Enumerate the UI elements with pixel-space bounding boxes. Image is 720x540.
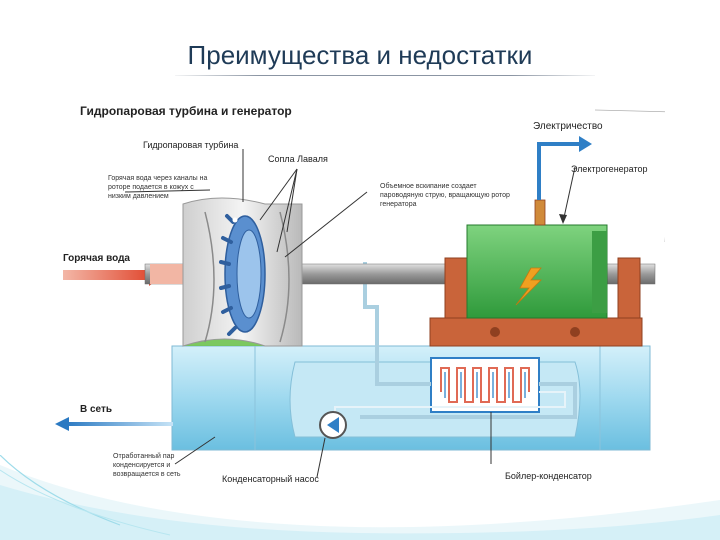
pointer-line [284, 191, 368, 258]
hot-water-note: Горячая вода через каналы на роторе пода… [108, 175, 208, 200]
pointer-line [124, 189, 211, 193]
decorative-wave [0, 455, 720, 540]
generator-bearing-left [444, 257, 468, 319]
slide-title: Преимущества и недостатки [187, 40, 533, 70]
condensate-pipe [360, 382, 577, 419]
pointer-line [562, 166, 576, 223]
hot-water-arrow-shaft [63, 270, 153, 280]
frame-line [594, 109, 665, 242]
steam-pipe [363, 262, 431, 386]
title-divider [175, 75, 595, 76]
lightning-icon [515, 267, 542, 306]
pump-icon [327, 417, 339, 433]
to-grid-label: В сеть [80, 404, 113, 415]
turbine-diagram [55, 109, 665, 478]
generator-bearing-right [617, 257, 641, 319]
to-grid-arrow-shaft [65, 422, 173, 426]
laval-nozzle-label: Сопла Лаваля [268, 154, 328, 164]
exhaust-note: Отработанный пар конденсируется и возвра… [113, 453, 181, 478]
turbine-rotor-face [236, 229, 262, 319]
pointer-line [276, 168, 298, 253]
base-bolt [490, 327, 500, 337]
casing-edge [204, 211, 215, 343]
boiler-coil-cold [444, 372, 526, 398]
turbine-label: Гидропаровая турбина [143, 140, 239, 150]
pointer-head [559, 214, 567, 224]
electricity-label: Электричество [533, 121, 603, 132]
pump-label: Конденсаторный насос [222, 474, 319, 484]
steam-note: Объемное вскипание создает пароводяную с… [380, 183, 510, 208]
generator-label: Электрогенератор [571, 164, 648, 174]
diagram-heading: Гидропаровая турбина и генератор [80, 104, 292, 118]
pointer-line [316, 437, 326, 478]
to-grid-arrowhead [55, 417, 69, 431]
generator-cap [592, 231, 607, 313]
generator-terminal [534, 199, 546, 226]
electricity-line [537, 142, 580, 200]
pointer-line [174, 436, 216, 465]
generator-base [429, 317, 643, 347]
boiler-coil-hot [440, 367, 530, 403]
pointer-line [259, 168, 298, 221]
pointer-line [286, 168, 298, 233]
turbine-blades [219, 214, 237, 336]
boiler-label: Бойлер-конденсатор [505, 471, 592, 481]
electricity-arrowhead [579, 136, 592, 152]
hot-water-label: Горячая вода [63, 253, 130, 264]
casing-edge [279, 211, 290, 343]
rotor-nozzle [232, 217, 238, 223]
boiler-coil-frame [430, 357, 540, 413]
base-bolt [570, 327, 580, 337]
